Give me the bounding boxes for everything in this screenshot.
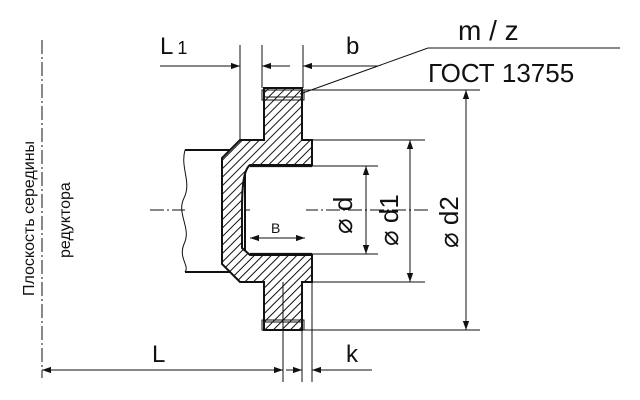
shaft-break-line <box>181 149 188 273</box>
d-label: ⌀ d <box>328 197 358 234</box>
k-label: k <box>346 341 359 368</box>
L1-label-sub: 1 <box>177 38 187 58</box>
module-teeth-label: m / z <box>458 15 519 46</box>
plane-label-line2: редуктора <box>57 182 74 258</box>
L1-label-main: L <box>160 33 173 60</box>
tooth-top-tip <box>261 89 305 101</box>
L-label: L <box>152 341 165 368</box>
b-label: b <box>346 33 359 60</box>
mz-leader <box>299 47 429 95</box>
plane-label-line1: Плоскость середины <box>21 141 38 296</box>
d1-label: ⌀ d1 <box>374 194 404 246</box>
standard-label: ГОСТ 13755 <box>428 58 574 88</box>
B-label: B <box>271 220 280 236</box>
d2-label: ⌀ d2 <box>434 196 464 248</box>
gear-bore <box>250 166 306 254</box>
